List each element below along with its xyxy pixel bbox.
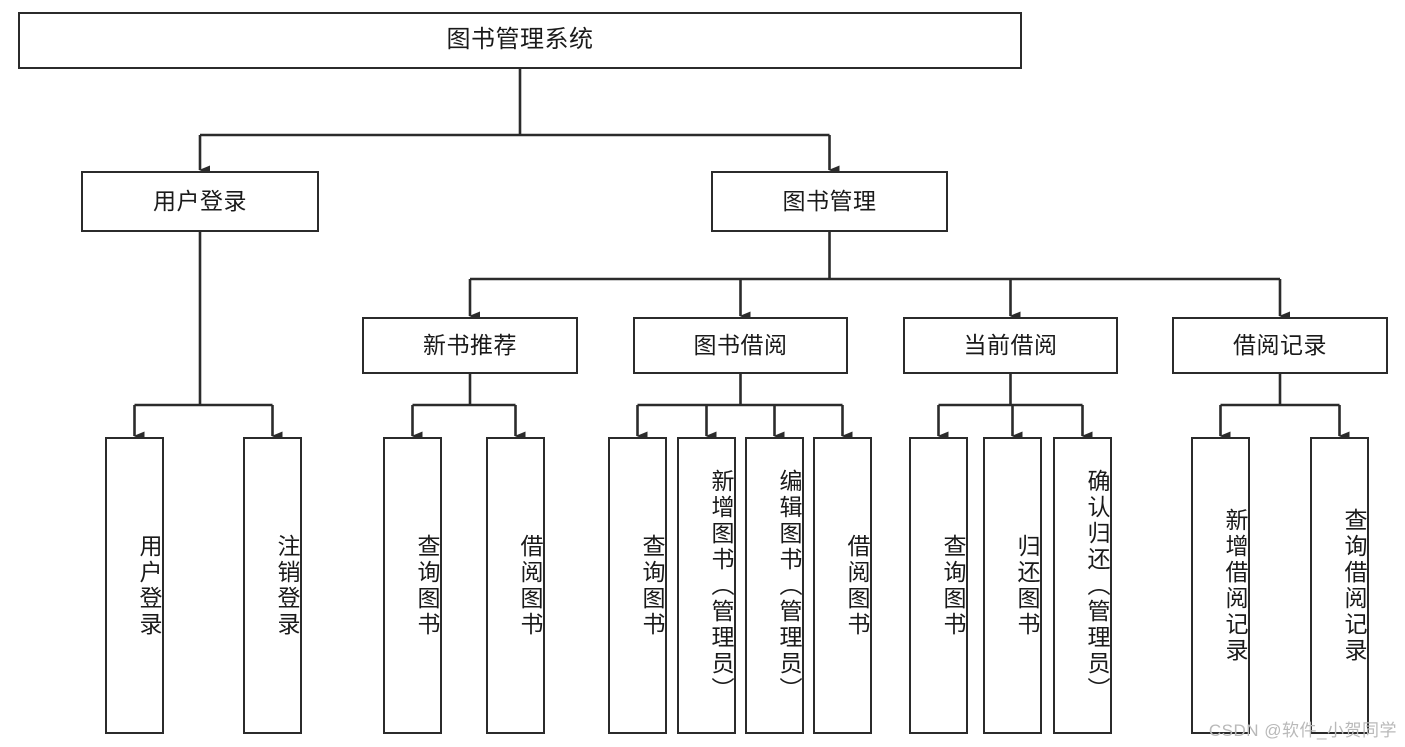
node-new-book-recommend[interactable]: 新书推荐: [362, 317, 578, 374]
node-leaf-current-query-book[interactable]: 查询图书: [909, 437, 968, 734]
node-leaf-borrow-query-book[interactable]: 查询图书: [608, 437, 667, 734]
node-leaf-confirm-return-admin[interactable]: 确认归还（管理员）: [1053, 437, 1112, 734]
node-leaf-user-login-label: 用户登录: [136, 533, 162, 638]
node-leaf-borrow-book[interactable]: 借阅图书: [813, 437, 872, 734]
node-borrow-record[interactable]: 借阅记录: [1172, 317, 1388, 374]
node-leaf-new-borrow-book[interactable]: 借阅图书: [486, 437, 545, 734]
node-leaf-query-borrow-record[interactable]: 查询借阅记录: [1310, 437, 1369, 734]
watermark-text: CSDN @软件_小贺同学: [1208, 721, 1397, 740]
node-book-borrow-label: 图书借阅: [693, 331, 788, 358]
node-leaf-add-borrow-record-label: 新增借阅记录: [1222, 507, 1248, 664]
node-leaf-user-logout-label: 注销登录: [274, 533, 300, 638]
node-new-book-recommend-label: 新书推荐: [423, 331, 517, 358]
node-leaf-add-book-admin-label: 新增图书（管理员）: [708, 468, 734, 703]
node-leaf-query-borrow-record-label: 查询借阅记录: [1341, 507, 1367, 664]
node-user-login-module[interactable]: 用户登录: [81, 171, 319, 232]
node-leaf-confirm-return-admin-label: 确认归还（管理员）: [1084, 468, 1110, 703]
node-leaf-return-book[interactable]: 归还图书: [983, 437, 1042, 734]
node-book-management-module-label: 图书管理: [782, 187, 877, 214]
node-user-login-module-label: 用户登录: [153, 187, 247, 214]
node-leaf-new-query-book-label: 查询图书: [414, 533, 440, 638]
node-book-management-module[interactable]: 图书管理: [711, 171, 948, 232]
node-leaf-borrow-query-book-label: 查询图书: [639, 533, 665, 638]
node-root[interactable]: 图书管理系统: [18, 12, 1022, 69]
node-current-borrow-label: 当前借阅: [963, 331, 1058, 358]
node-root-label: 图书管理系统: [446, 26, 594, 54]
node-leaf-add-book-admin[interactable]: 新增图书（管理员）: [677, 437, 736, 734]
node-leaf-return-book-label: 归还图书: [1014, 533, 1040, 638]
node-book-borrow[interactable]: 图书借阅: [633, 317, 848, 374]
node-current-borrow[interactable]: 当前借阅: [903, 317, 1118, 374]
node-leaf-edit-book-admin[interactable]: 编辑图书（管理员）: [745, 437, 804, 734]
node-leaf-new-borrow-book-label: 借阅图书: [517, 533, 543, 638]
node-borrow-record-label: 借阅记录: [1233, 331, 1327, 358]
node-leaf-new-query-book[interactable]: 查询图书: [383, 437, 442, 734]
node-leaf-user-logout[interactable]: 注销登录: [243, 437, 302, 734]
node-leaf-current-query-book-label: 查询图书: [940, 533, 966, 638]
node-leaf-add-borrow-record[interactable]: 新增借阅记录: [1191, 437, 1250, 734]
node-leaf-edit-book-admin-label: 编辑图书（管理员）: [776, 468, 802, 703]
node-leaf-borrow-book-label: 借阅图书: [844, 533, 870, 638]
node-leaf-user-login[interactable]: 用户登录: [105, 437, 164, 734]
